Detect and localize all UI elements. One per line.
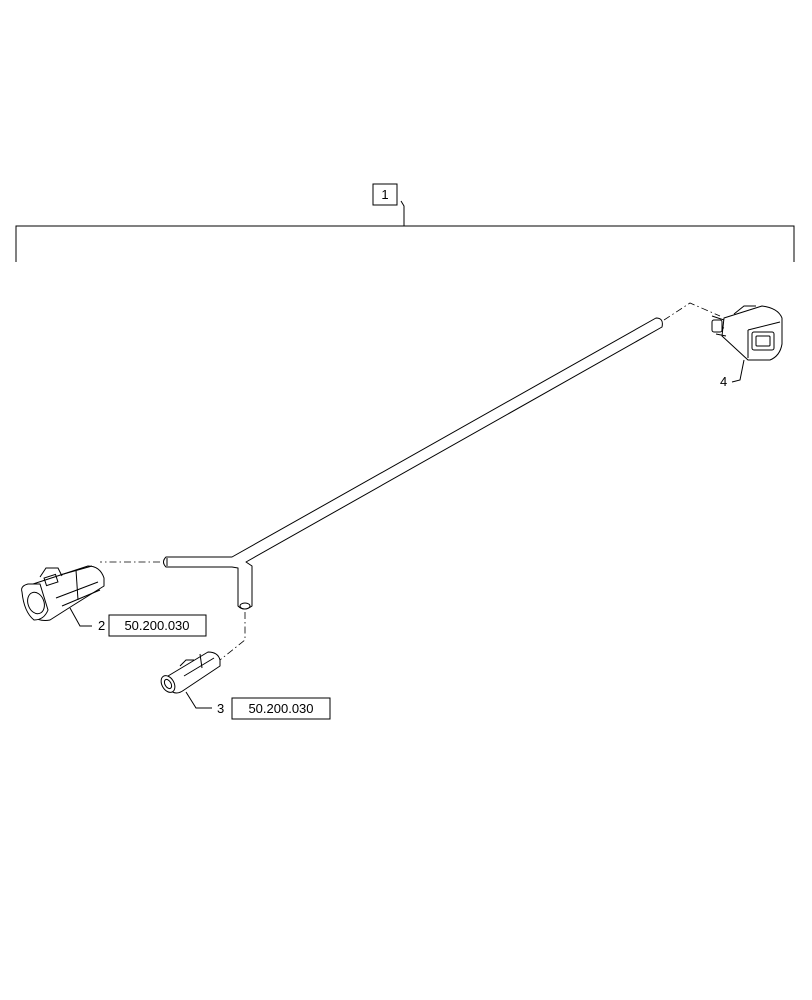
callout-2-label[interactable]: 2 [98,618,105,633]
multi-pin-connector-icon[interactable] [711,305,783,361]
callout-4-label[interactable]: 4 [720,374,727,389]
callout-3-label[interactable]: 3 [217,701,224,716]
reference-box-3[interactable]: 50.200.030 [231,697,331,720]
reference-3-text: 50.200.030 [248,701,313,716]
two-pin-connector-icon[interactable] [21,565,105,621]
reference-box-2[interactable]: 50.200.030 [108,614,207,637]
assembly-bracket [15,200,795,262]
callout-1-label: 1 [381,187,388,202]
reference-2-text: 50.200.030 [124,618,189,633]
leader-lines [100,302,721,661]
callout-2-leader [69,607,92,627]
callout-1[interactable]: 1 [372,183,398,206]
single-pin-connector-icon[interactable] [158,651,221,695]
callout-4-leader [731,359,745,383]
callout-3-leader [185,691,212,709]
wire-harness-icon[interactable] [163,317,663,610]
